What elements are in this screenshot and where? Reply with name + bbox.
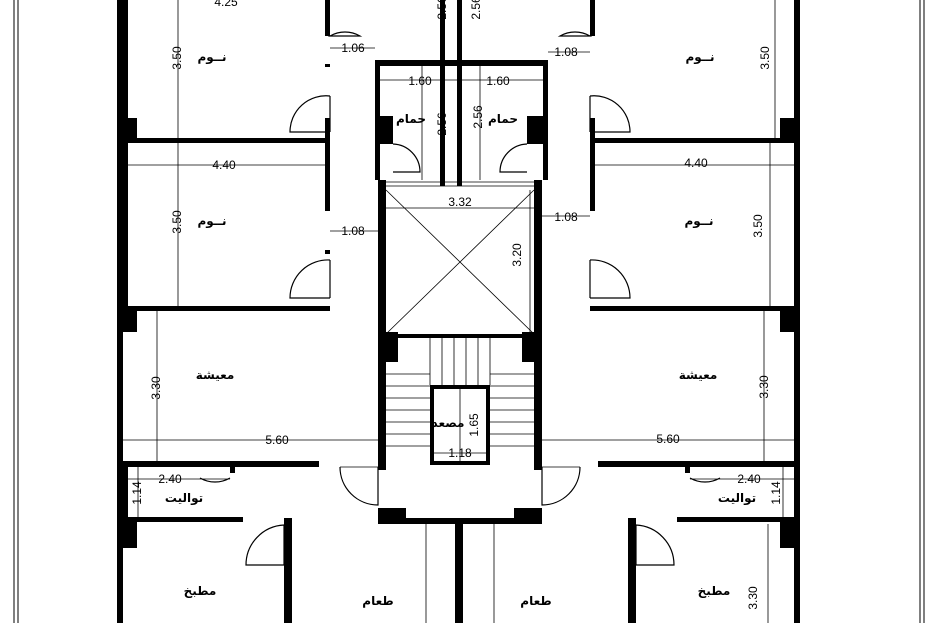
dim-top-right-door: 1.08	[554, 45, 578, 59]
dim-shaft-right: 2.56	[469, 0, 483, 20]
dim-toilet-left-height: 1.14	[130, 481, 144, 505]
walls	[117, 0, 800, 623]
staircase	[386, 338, 534, 447]
dim-mid-right-width: 4.40	[684, 156, 708, 170]
dim-bath-right-width: 1.60	[486, 74, 510, 88]
dim-bath-right-height: 2.56	[471, 105, 485, 129]
room-label-toilet-right: تواليت	[718, 491, 756, 506]
dim-mid-right-height: 3.50	[751, 214, 765, 238]
room-label-dining-left: طعام	[362, 594, 393, 609]
dim-top-left-height: 3.50	[170, 46, 184, 70]
room-label-bed-mid-left: نــوم	[197, 214, 226, 229]
dim-living-left-width: 5.60	[265, 433, 289, 447]
dim-mid-left-width: 4.40	[212, 158, 236, 172]
dim-living-left-height: 3.30	[149, 376, 163, 400]
room-label-bed-top-right: نــوم	[685, 50, 714, 65]
dim-kitchen-right-height: 3.30	[746, 586, 760, 610]
room-label-toilet-left: تواليت	[165, 491, 203, 506]
dim-toilet-left-width: 2.40	[158, 472, 182, 486]
dim-mid-left-door: 1.08	[341, 224, 365, 238]
dim-core-height: 3.20	[510, 243, 524, 267]
room-label-kitchen-right: مطبخ	[698, 584, 731, 598]
room-label-kitchen-left: مطبخ	[184, 584, 217, 598]
dim-toilet-right-height: 1.14	[769, 481, 783, 505]
room-label-living-left: معيشة	[196, 368, 235, 382]
room-label-living-right: معيشة	[679, 368, 718, 382]
dim-core-width: 3.32	[448, 195, 472, 209]
room-labels: نــوم نــوم حمام حمام نــوم نــوم معيشة …	[165, 50, 756, 609]
dim-living-right-width: 5.60	[656, 432, 680, 446]
dim-bath-left-height: 2.56	[435, 112, 449, 136]
dim-top-left-width: 4.25	[214, 0, 238, 9]
room-label-dining-right: طعام	[520, 594, 551, 609]
room-label-elevator: مصعد	[432, 416, 465, 430]
room-label-bath-left: حمام	[396, 112, 426, 127]
dimension-labels: 4.25 3.50 1.06 1.08 3.50 2.56 2.56 1.60 …	[130, 0, 783, 610]
dim-mid-left-height: 3.50	[170, 210, 184, 234]
room-label-bed-top-left: نــوم	[197, 50, 226, 65]
dim-mid-right-door: 1.08	[554, 210, 578, 224]
room-label-bed-mid-right: نــوم	[684, 214, 713, 229]
dim-bath-left-width: 1.60	[408, 74, 432, 88]
dim-top-right-height: 3.50	[758, 46, 772, 70]
dim-elevator-height: 1.65	[467, 413, 481, 437]
dim-top-left-door: 1.06	[341, 41, 365, 55]
dim-elevator-width: 1.18	[448, 446, 472, 460]
dim-living-right-height: 3.30	[757, 375, 771, 399]
page-frame	[13, 0, 925, 623]
dimension-lines	[123, 0, 794, 623]
shaft-cross	[385, 189, 535, 335]
room-label-bath-right: حمام	[488, 112, 518, 127]
dim-shaft-left: 2.56	[435, 0, 449, 20]
thin-lines	[119, 145, 798, 623]
dim-toilet-right-width: 2.40	[737, 472, 761, 486]
